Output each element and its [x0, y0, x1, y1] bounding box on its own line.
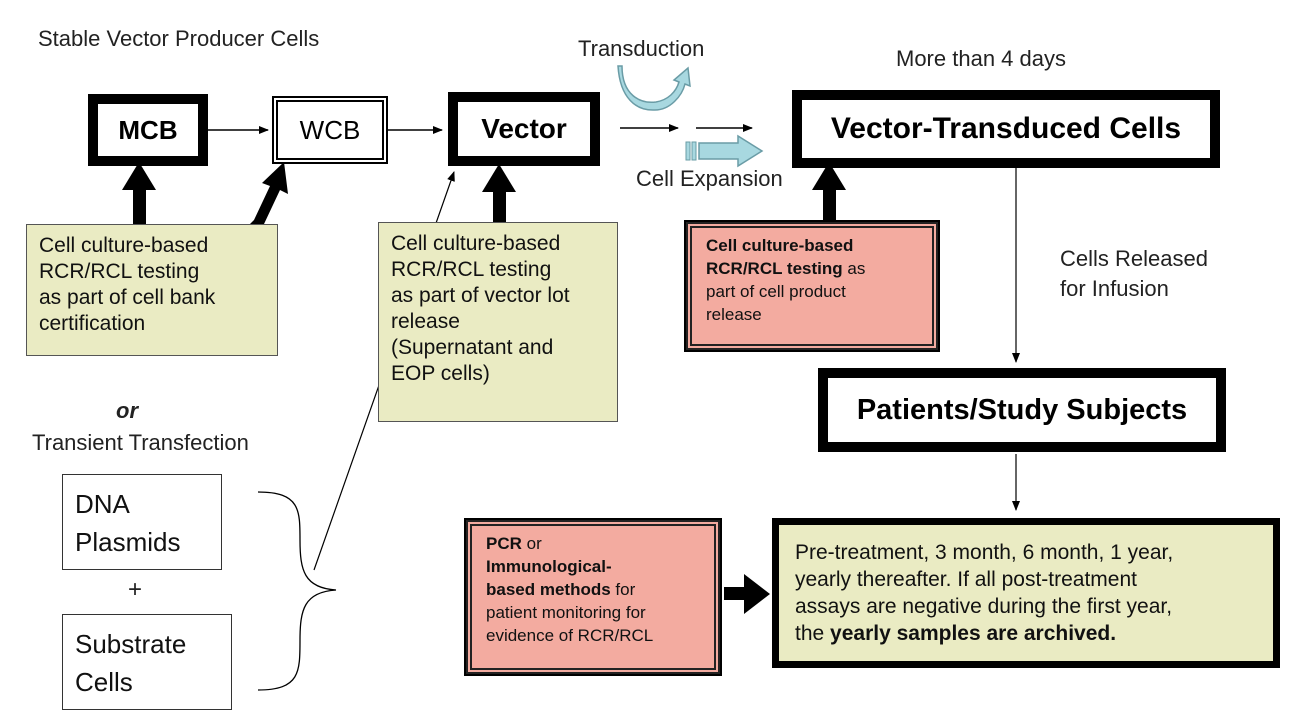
cp-line-3: part of cell product — [706, 282, 846, 301]
note-line: Cell culture-based — [39, 234, 209, 257]
plus-label: + — [128, 576, 143, 603]
cp-line-1: Cell culture-based — [706, 236, 854, 255]
cells-released-line-2: for Infusion — [1060, 276, 1169, 301]
cell-expansion-arrow-icon — [685, 134, 764, 168]
cp-line-2: RCR/RCL testing as — [706, 259, 866, 278]
cp-line-4: release — [706, 305, 762, 324]
pcr-line-1: PCR or — [486, 534, 542, 553]
pcr-line-2: Immunological- — [486, 557, 612, 576]
transduction-label: Transduction — [578, 36, 705, 61]
schedule-line-3: assays are negative during the first yea… — [795, 595, 1173, 618]
cells-released-label: Cells Released for Infusion — [1060, 244, 1208, 304]
substrate-line-1: Substrate — [75, 629, 187, 659]
dna-line-1: DNA — [75, 489, 130, 519]
pcr-monitoring-note: PCR or Immunological- based methods for … — [466, 520, 720, 674]
pcr-line-3: based methods for — [486, 580, 636, 599]
pcr-line-5: evidence of RCR/RCL — [486, 626, 654, 645]
stable-producer-label: Stable Vector Producer Cells — [38, 26, 320, 51]
cells-released-line-1: Cells Released — [1060, 246, 1208, 271]
note-line: (Supernatant and — [391, 336, 554, 359]
note-line: release — [391, 310, 460, 333]
schedule-line-4: the yearly samples are archived. — [795, 622, 1117, 645]
substrate-cells-box: Substrate Cells — [62, 614, 232, 710]
thick-arrow-vector — [482, 164, 516, 222]
or-label: or — [116, 398, 138, 423]
note-line: Cell culture-based — [391, 232, 561, 255]
note-line: RCR/RCL testing — [391, 258, 552, 281]
dna-plasmids-box: DNA Plasmids — [62, 474, 222, 570]
wcb-box: WCB — [272, 96, 388, 164]
vector-box: Vector — [448, 92, 600, 166]
dna-line-2: Plasmids — [75, 527, 181, 557]
transduction-arrow-icon — [617, 65, 691, 111]
note-line: EOP cells) — [391, 362, 490, 385]
mcb-box: MCB — [88, 94, 208, 166]
cell-bank-testing-note: Cell culture-based RCR/RCL testing as pa… — [26, 224, 278, 356]
monitoring-schedule-note: Pre-treatment, 3 month, 6 month, 1 year,… — [772, 518, 1280, 668]
note-line: certification — [39, 312, 146, 335]
thick-arrow-mcb — [122, 162, 156, 224]
patients-box: Patients/Study Subjects — [818, 368, 1226, 452]
schedule-line-1: Pre-treatment, 3 month, 6 month, 1 year, — [795, 541, 1174, 564]
pcr-line-4: patient monitoring for — [486, 603, 646, 622]
thick-arrow-vtc — [812, 162, 846, 220]
thick-arrow-wcb — [250, 162, 288, 224]
more-than-4-days-label: More than 4 days — [896, 46, 1066, 71]
brace — [257, 491, 337, 691]
vector-lot-testing-note: Cell culture-based RCR/RCL testing as pa… — [378, 222, 618, 422]
thick-arrow-pcr — [724, 574, 770, 614]
cell-product-testing-note: Cell culture-based RCR/RCL testing as pa… — [686, 222, 938, 350]
transient-transfection-label: Transient Transfection — [32, 430, 249, 455]
substrate-line-2: Cells — [75, 667, 133, 697]
vector-transduced-cells-box: Vector-Transduced Cells — [792, 90, 1220, 168]
note-line: as part of vector lot — [391, 284, 570, 307]
note-line: as part of cell bank — [39, 286, 216, 309]
note-line: RCR/RCL testing — [39, 260, 200, 283]
schedule-line-2: yearly thereafter. If all post-treatment — [795, 568, 1137, 591]
cell-expansion-label: Cell Expansion — [636, 166, 783, 191]
